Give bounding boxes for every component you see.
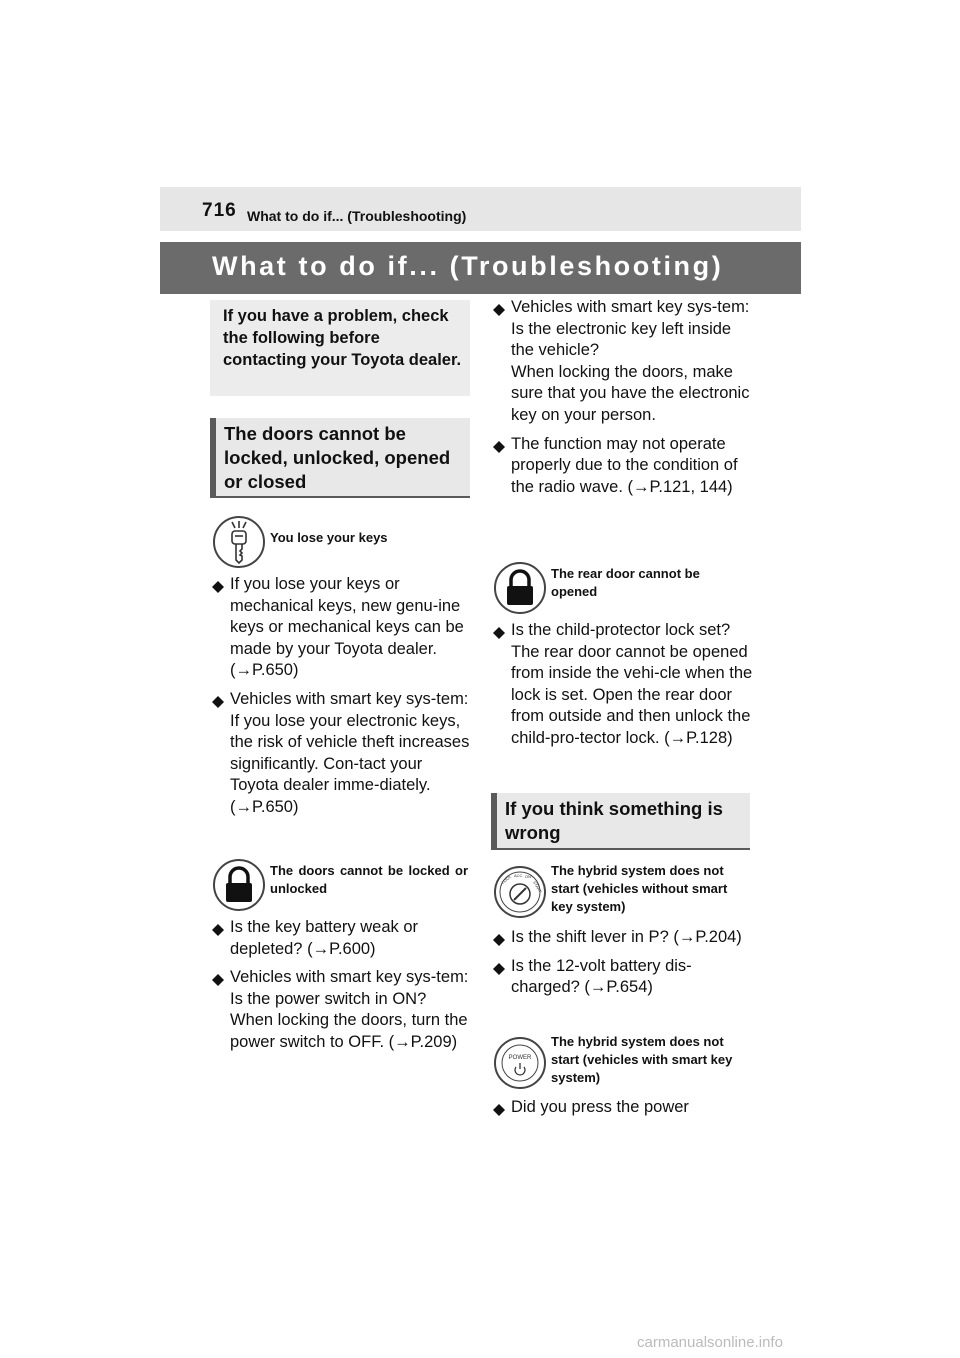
lock-bullets: Is the key battery weak or depleted? (→P… [212,917,472,1061]
rear-lock-icon [494,562,546,614]
ignition-lock-label: LOCK [500,874,512,885]
hybrid1-bullets: Is the shift lever in P? (→P.204) Is the… [493,927,755,1006]
list-item: Vehicles with smart key sys-tem: Is the … [212,967,472,1053]
lock-icon [213,859,265,911]
list-item: Vehicles with smart key sys-tem: If you … [212,689,472,819]
list-item: Vehicles with smart key sys-tem: Is the … [493,297,755,427]
power-button-icon: POWER [494,1037,546,1089]
hybrid2-bullets: Did you press the power [493,1097,755,1126]
intro-box: If you have a problem, check the followi… [210,300,470,396]
rear-heading: The rear door cannot be opened [551,566,700,599]
power-label: POWER [509,1055,532,1061]
ignition-switch-icon: LOCK ACC ON START [494,866,546,918]
lock-heading: The doors cannot be locked or unlocked [270,863,468,896]
smart-key-bullets: Vehicles with smart key sys-tem: Is the … [493,297,755,505]
list-item: Is the child-protector lock set? The rea… [493,620,755,750]
running-header: What to do if... (Troubleshooting) [247,208,467,224]
intro-text: If you have a problem, check the followi… [223,307,462,369]
hybrid1-heading: The hybrid system does not start (vehicl… [551,863,728,914]
header-bar [160,187,801,231]
list-item: If you lose your keys or mechanical keys… [212,574,472,682]
keys-heading: You lose your keys [270,530,388,545]
page-title: What to do if... (Troubleshooting) [212,251,724,281]
list-item: Is the key battery weak or depleted? (→P… [212,917,472,960]
watermark: carmanualsonline.info [637,1334,783,1351]
section-doors-title: The doors cannot be locked, unlocked, op… [224,423,451,492]
section-doors: The doors cannot be locked, unlocked, op… [210,418,470,498]
ignition-on-label: ON [525,874,531,879]
page-number: 716 [202,200,237,221]
ignition-acc-label: ACC [514,873,523,878]
key-icon [213,516,265,568]
list-item: Is the shift lever in P? (→P.204) [493,927,755,949]
hybrid2-heading: The hybrid system does not start (vehicl… [551,1034,733,1085]
keys-bullets: If you lose your keys or mechanical keys… [212,574,472,826]
list-item: Is the 12-volt battery dis-charged? (→P.… [493,956,755,999]
title-banner: What to do if... (Troubleshooting) [160,242,801,294]
rear-bullets: Is the child-protector lock set? The rea… [493,620,755,757]
section-wrong: If you think something is wrong [491,793,750,850]
list-item: Did you press the power [493,1097,755,1119]
ignition-start-label: START [532,880,543,894]
list-item: The function may not operate properly du… [493,434,755,499]
section-wrong-title: If you think something is wrong [505,798,723,843]
